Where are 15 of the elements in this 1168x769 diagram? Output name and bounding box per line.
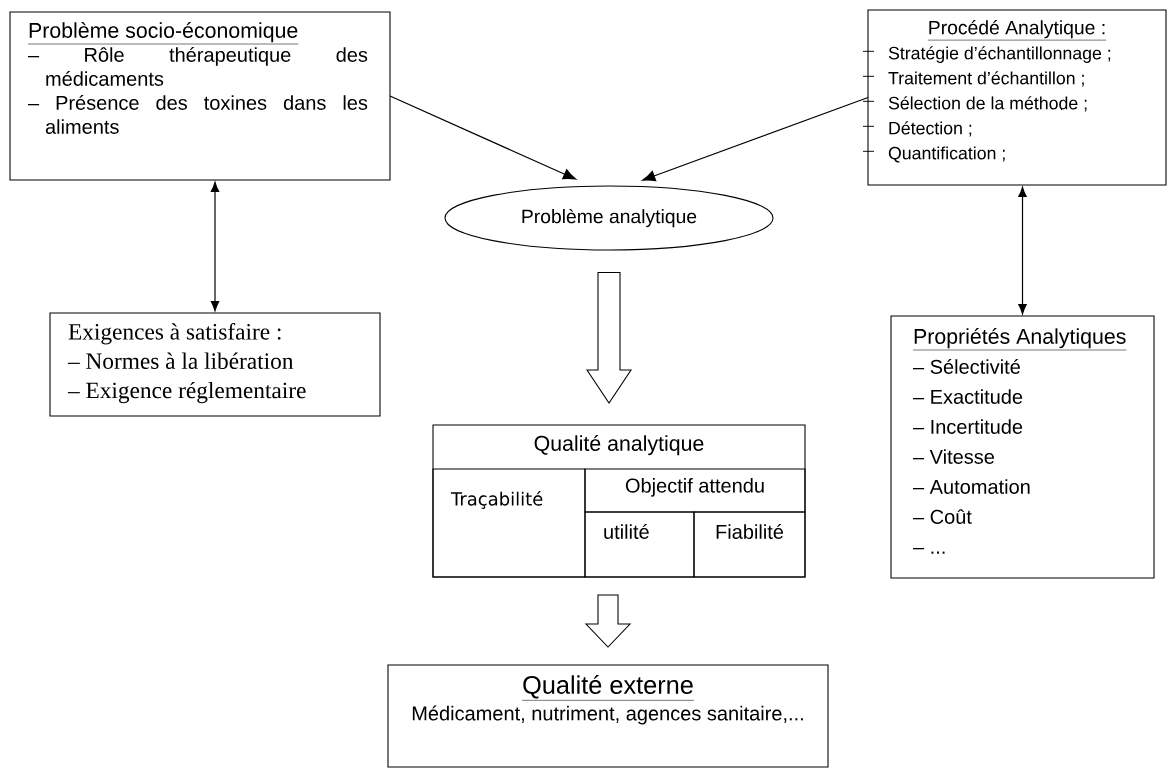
table-cell: Traçabilité — [432, 468, 586, 578]
text-box: Problème socio-économique – Rôle thérapeutique des médicaments – Présence des toxines dans les aliments — [9, 11, 391, 181]
arrow — [389, 95, 577, 180]
arrow — [1018, 186, 1027, 315]
block-arrow — [584, 594, 632, 648]
table-cell: Objectif attendu — [584, 468, 806, 513]
text-box: Procédé Analytique : Stratégie d’échantillonnage ; Traitement d’échantillon ; Sélection de la méthode ; Détection ; Quantification ; — [862, 9, 1167, 186]
arrow — [210, 181, 220, 312]
block-arrow — [586, 272, 632, 404]
table-cell: utilité — [584, 511, 695, 578]
text-box: Qualité externe Médicament, nutriment, agences sanitaire,... — [387, 664, 829, 768]
text-box: Propriétés Analytiques – Sélectivité – Exactitude – Incertitude – Vitesse – Automation – Coût – ... — [890, 315, 1155, 579]
text-box: Exigences à satisfaire : – Normes à la libération – Exigence réglementaire — [49, 312, 381, 417]
arrow — [642, 96, 869, 182]
table-cell: Fiabilité — [693, 511, 806, 578]
